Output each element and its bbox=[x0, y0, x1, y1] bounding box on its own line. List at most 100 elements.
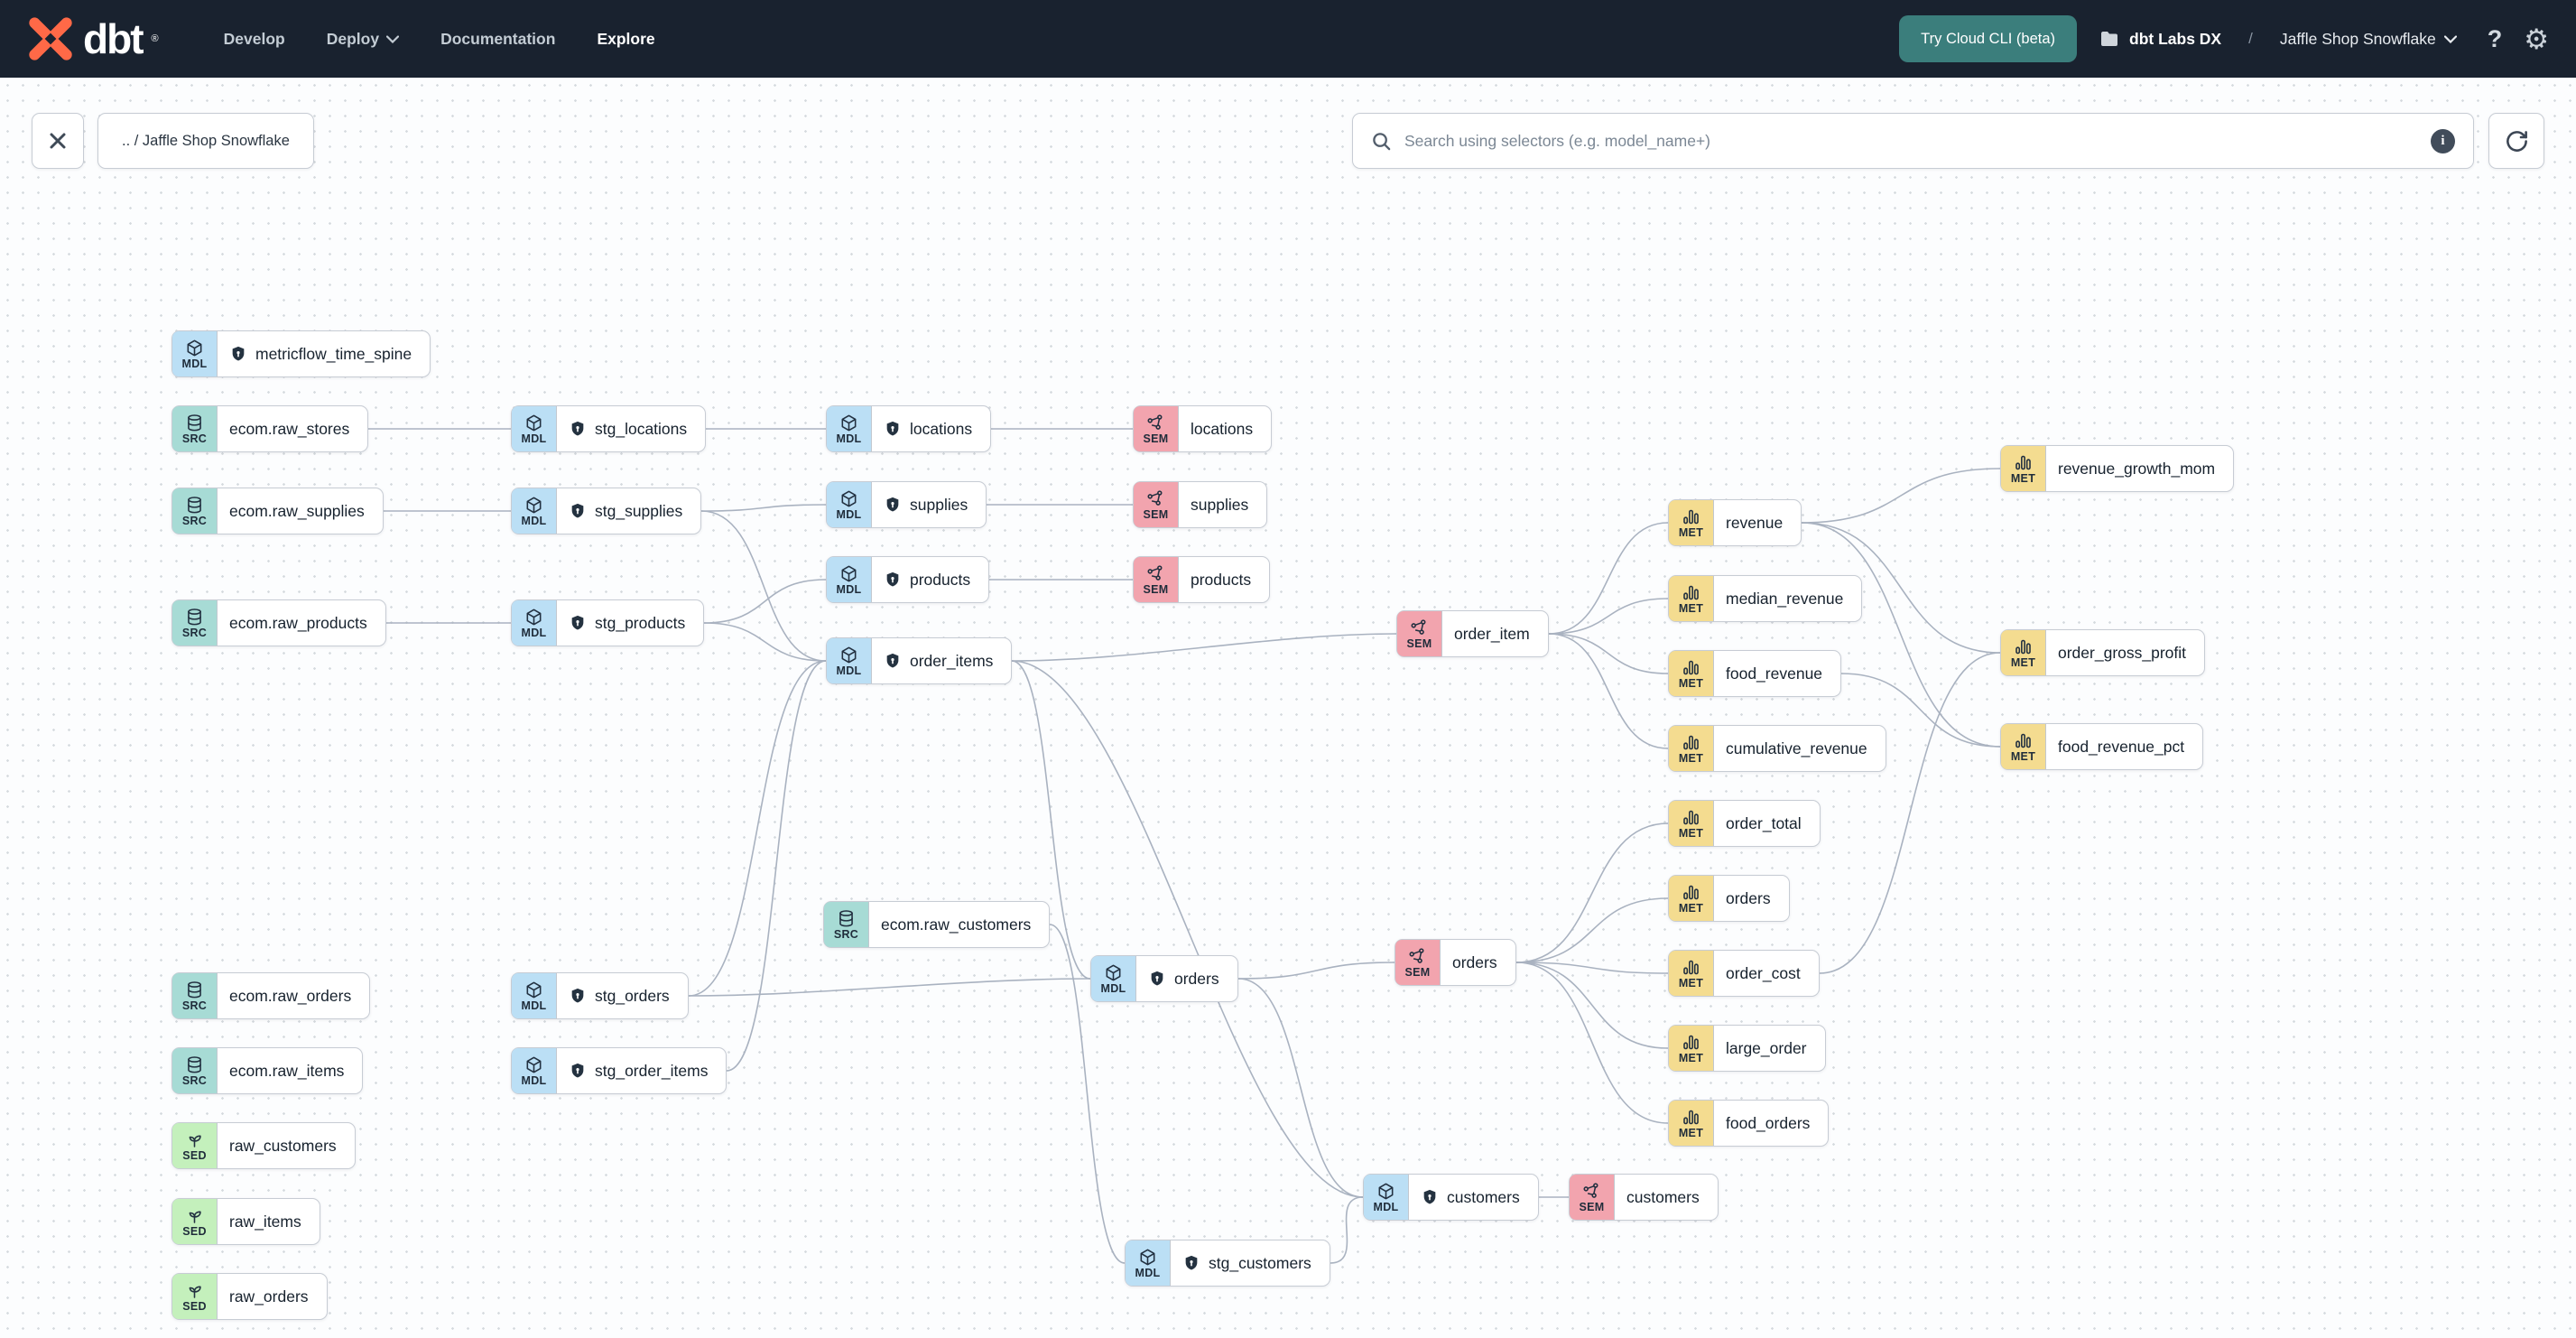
dag-node-order_item_sem[interactable]: SEM order_item bbox=[1396, 610, 1549, 657]
dag-node-customers_mdl[interactable]: MDL customers bbox=[1363, 1174, 1539, 1221]
help-icon[interactable]: ? bbox=[2487, 24, 2503, 52]
metric-bars-icon: MET bbox=[1669, 951, 1714, 996]
node-label: stg_products bbox=[595, 613, 686, 632]
node-label: metricflow_time_spine bbox=[255, 344, 412, 363]
gear-icon[interactable]: ⚙ bbox=[2524, 23, 2549, 55]
close-lineage-button[interactable] bbox=[32, 113, 84, 169]
dag-node-food_orders[interactable]: MET food_orders bbox=[1668, 1100, 1830, 1147]
folder-icon bbox=[2101, 32, 2118, 46]
info-icon[interactable]: i bbox=[2431, 128, 2455, 153]
dag-node-revenue[interactable]: MET revenue bbox=[1668, 499, 1802, 546]
nav-item-explore[interactable]: Explore bbox=[597, 29, 655, 48]
node-label: food_orders bbox=[1726, 1113, 1811, 1132]
node-type-label: MDL bbox=[181, 357, 208, 370]
node-type-label: MDL bbox=[836, 507, 862, 521]
selector-search: i bbox=[1352, 113, 2474, 169]
semantic-network-icon: SEM bbox=[1570, 1175, 1615, 1220]
nav-item-documentation[interactable]: Documentation bbox=[440, 29, 556, 48]
node-type-label: MET bbox=[1678, 826, 1704, 840]
node-type-label: MDL bbox=[836, 432, 862, 445]
metric-bars-icon: MET bbox=[1669, 1101, 1714, 1146]
cube-icon: MDL bbox=[172, 331, 218, 376]
node-type-label: SEM bbox=[1579, 1200, 1605, 1213]
metric-bars-icon: MET bbox=[1669, 801, 1714, 846]
node-label: stg_order_items bbox=[595, 1061, 709, 1080]
node-type-label: SRC bbox=[181, 514, 208, 527]
metric-bars-icon: MET bbox=[1669, 500, 1714, 545]
edge-orders_mdl-orders_sem bbox=[1237, 962, 1395, 980]
node-label: customers bbox=[1447, 1187, 1520, 1206]
cube-icon: MDL bbox=[1364, 1175, 1409, 1220]
node-type-label: MDL bbox=[521, 999, 547, 1012]
node-type-label: SRC bbox=[833, 927, 859, 941]
node-label: order_item bbox=[1454, 624, 1530, 643]
search-input[interactable] bbox=[1404, 131, 2418, 151]
project-dropdown[interactable]: Jaffle Shop Snowflake bbox=[2280, 30, 2457, 49]
refresh-button[interactable] bbox=[2488, 113, 2544, 169]
database-icon: SRC bbox=[824, 902, 869, 947]
nav-item-deploy[interactable]: Deploy bbox=[327, 30, 400, 49]
edge-order_items-order_item_sem bbox=[1011, 633, 1397, 662]
metric-bars-icon: MET bbox=[2001, 724, 2046, 769]
edge-order_items-orders_mdl bbox=[1011, 660, 1091, 980]
node-label: stg_locations bbox=[595, 419, 688, 438]
node-label: orders bbox=[1726, 888, 1771, 907]
database-icon: SRC bbox=[172, 488, 218, 534]
dbt-logo[interactable]: dbt® bbox=[27, 15, 159, 62]
node-label: revenue bbox=[1726, 513, 1784, 532]
edge-orders_sem-orders_met bbox=[1515, 897, 1669, 963]
dag-node-metricflow_time_spine[interactable]: MDL metricflow_time_spine bbox=[171, 330, 431, 377]
nav-item-develop[interactable]: Develop bbox=[223, 29, 285, 48]
node-label: ecom.raw_stores bbox=[229, 419, 350, 438]
semantic-network-icon: SEM bbox=[1397, 611, 1442, 656]
metric-bars-icon: MET bbox=[2001, 446, 2046, 491]
edge-orders_mdl-customers_mdl bbox=[1237, 978, 1364, 1198]
edge-order_item_sem-food_revenue bbox=[1548, 633, 1669, 674]
contract-shield-icon bbox=[1423, 1189, 1436, 1204]
database-icon: SRC bbox=[172, 1048, 218, 1093]
edge-order_item_sem-revenue bbox=[1548, 522, 1669, 635]
lineage-breadcrumb[interactable]: .. / Jaffle Shop Snowflake bbox=[97, 113, 314, 169]
dag-canvas[interactable] bbox=[0, 78, 2576, 1338]
edge-stg_order_items-order_items bbox=[726, 660, 827, 1072]
try-cloud-cli-button[interactable]: Try Cloud CLI (beta) bbox=[1899, 15, 2078, 62]
chevron-down-icon bbox=[386, 34, 400, 43]
cube-icon: MDL bbox=[1091, 956, 1136, 1001]
account-breadcrumb[interactable]: dbt Labs DX bbox=[2099, 28, 2221, 50]
